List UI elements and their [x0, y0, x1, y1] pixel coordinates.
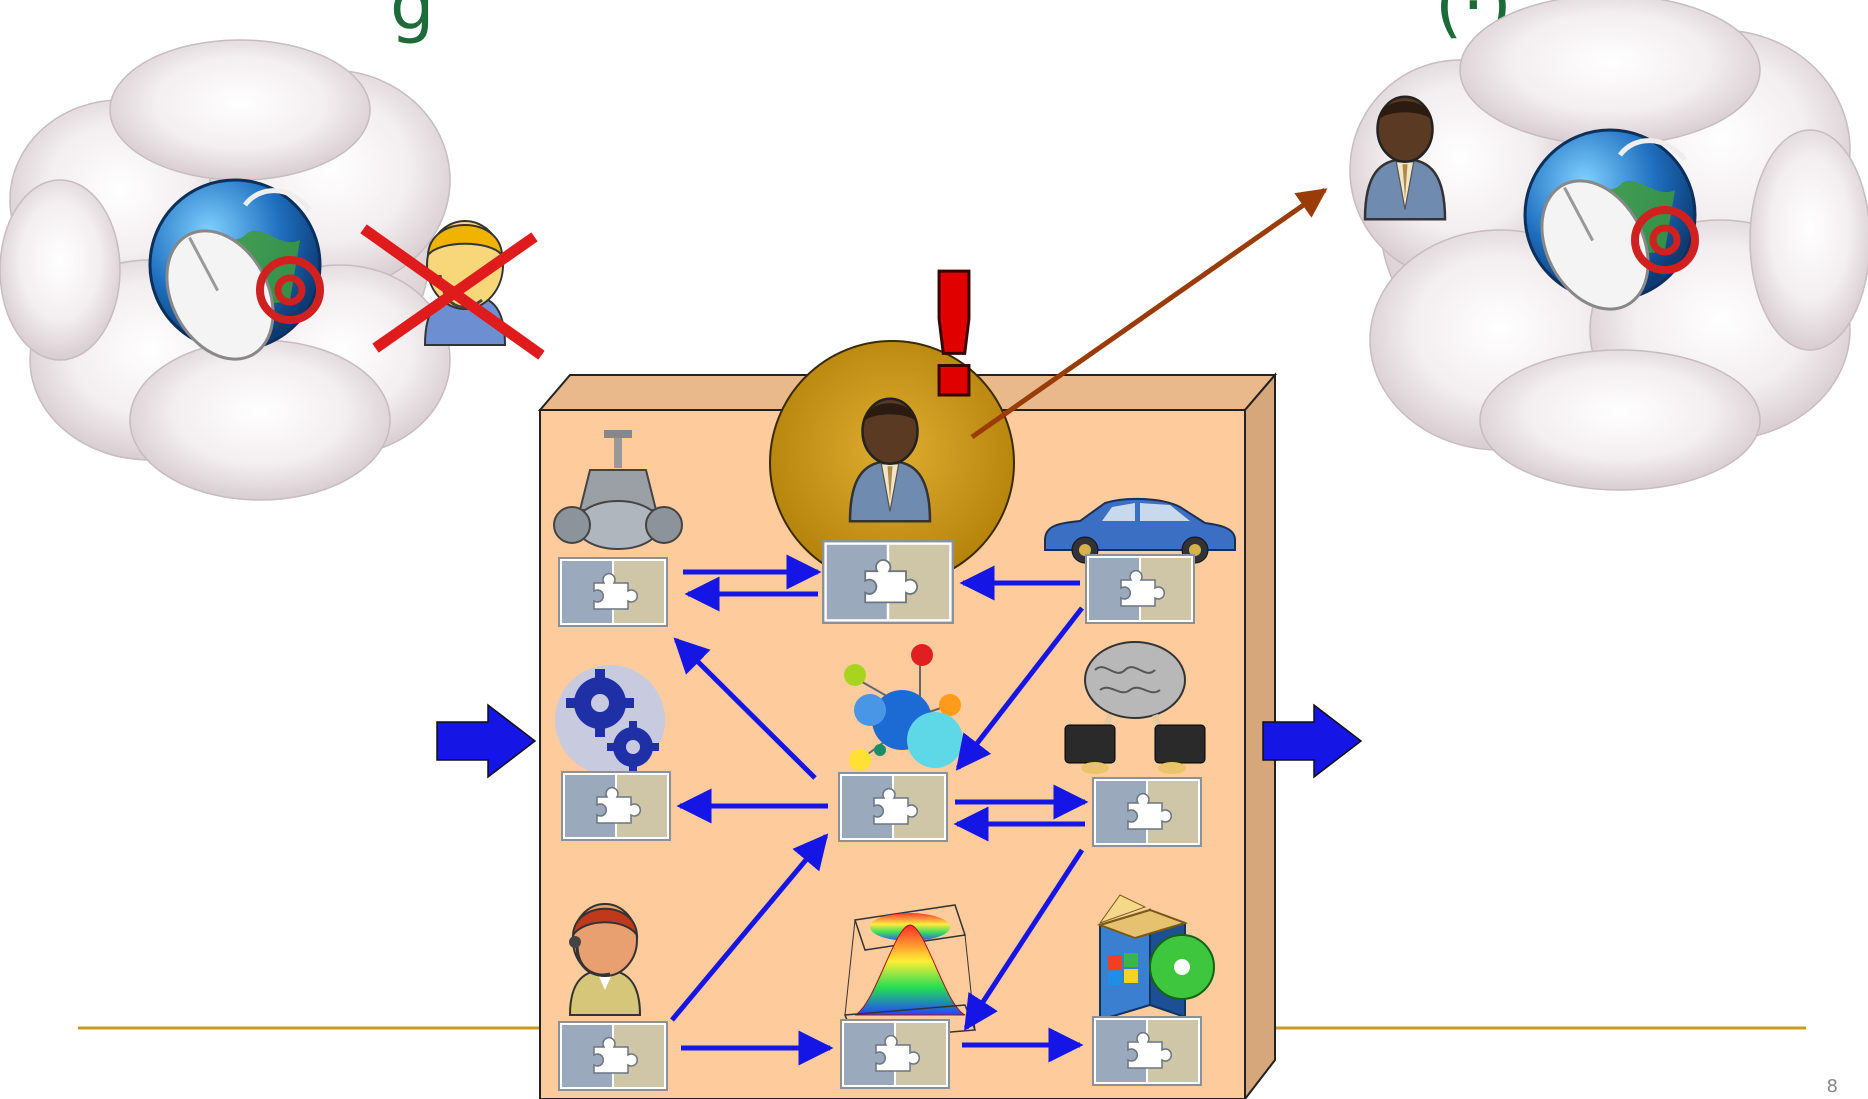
alert-exclamation: !: [915, 238, 993, 436]
arrow-car-to-network: [955, 606, 1084, 771]
walking-brain-icon: [1064, 641, 1206, 774]
valve-icon: [553, 430, 683, 550]
component-gears: [561, 770, 671, 842]
gears-icon: [555, 665, 665, 775]
arrow-brain-to-surface: [963, 848, 1085, 1031]
input-arrow: [436, 703, 537, 779]
network-bubbles-icon: [844, 644, 963, 771]
page-number: 8: [1826, 1076, 1838, 1097]
output-arrow: [1262, 703, 1363, 779]
component-valve: [558, 557, 668, 627]
globe-mouse-email-icon: [1523, 128, 1699, 311]
component-operator: [558, 1020, 668, 1092]
headset-operator-icon: [568, 903, 642, 1016]
component-manager: [822, 540, 954, 624]
arrow-network-to-valve: [673, 637, 817, 780]
component-car: [1085, 553, 1195, 625]
component-surface: [840, 1018, 950, 1090]
software-box-icon: [1096, 894, 1215, 1022]
remove-agent-cross-icon: [360, 224, 545, 360]
component-network: [838, 771, 948, 843]
component-software: [1092, 1015, 1202, 1087]
globe-mouse-email-icon: [148, 178, 324, 361]
component-brain: [1092, 776, 1202, 848]
arrow-operator-to-network: [670, 833, 829, 1022]
escape-arrow: [970, 187, 1328, 440]
title-fragment-left: g: [390, 0, 435, 46]
